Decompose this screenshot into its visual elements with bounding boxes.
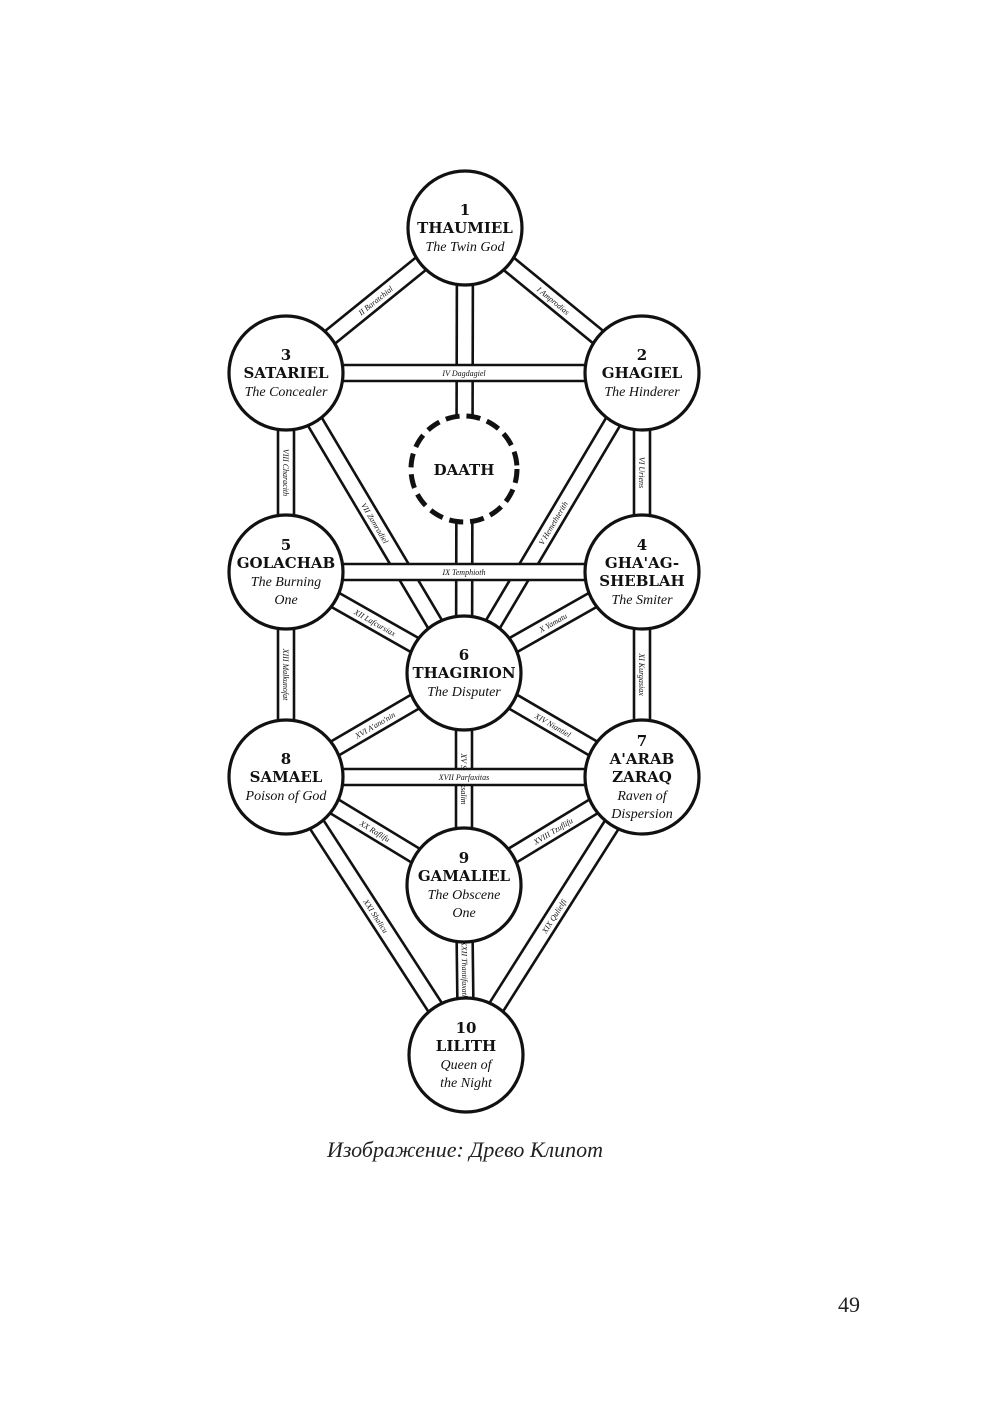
path-9: IX Temphioth xyxy=(286,562,642,582)
sephirah-number: 7 xyxy=(637,732,647,750)
sephirah-title: The Smiter xyxy=(611,593,673,608)
sephirah-title: Raven of xyxy=(616,789,668,804)
figure-caption: Изображение: Древо Клипот xyxy=(326,1137,603,1162)
sephirah-circle xyxy=(406,169,524,287)
sephirah-name: LILITH xyxy=(436,1037,496,1055)
sephirah-name: THAGIRION xyxy=(412,664,515,682)
sephirah-circle xyxy=(407,996,525,1114)
sephirah-number: 2 xyxy=(637,346,647,364)
path-4: IV Dagdagiel xyxy=(286,363,642,383)
sephirah-name: THAUMIEL xyxy=(417,219,513,237)
sephirah-number: 1 xyxy=(460,201,470,219)
sephirah-title: The Disputer xyxy=(427,685,501,700)
sephirah-title: One xyxy=(452,906,475,921)
sephirah-circle xyxy=(227,314,345,432)
path-label: XI Kurgasiax xyxy=(637,652,646,696)
sephirah-number: 3 xyxy=(281,346,291,364)
daath-label: DAATH xyxy=(434,461,495,479)
sephirah-name: SAMAEL xyxy=(250,768,323,786)
sephirah-number: 10 xyxy=(456,1019,477,1037)
sephirah-circle xyxy=(227,718,345,836)
sephirah-number: 8 xyxy=(281,750,291,768)
path-label: VI Uriens xyxy=(637,457,646,488)
sephirah-title: The Hinderer xyxy=(604,385,680,400)
path-label: IX Temphioth xyxy=(441,568,485,577)
sephirah-title: Poison of God xyxy=(245,789,328,804)
path-label: VIII Characith xyxy=(281,449,290,496)
sephirah-name: ZARAQ xyxy=(612,768,672,786)
sephirah-title: Queen of xyxy=(441,1058,494,1073)
sephirah-name: SHEBLAH xyxy=(599,572,684,590)
path-17: XVII Parfaxitas xyxy=(286,767,642,787)
sephirah-circle xyxy=(405,826,523,944)
sephirah-name: SATARIEL xyxy=(243,364,329,382)
sephirah-title: The Obscene xyxy=(428,888,501,903)
sephirah-circle xyxy=(227,513,345,631)
sephirah-name: A'ARAB xyxy=(609,750,675,768)
path-label: XXII Thantifaxath xyxy=(460,940,470,999)
sephirah-name: GAMALIEL xyxy=(418,867,511,885)
page-number: 49 xyxy=(838,1292,860,1317)
sephirah-number: 4 xyxy=(637,536,647,554)
daath-circle xyxy=(408,413,520,525)
sephirah-title: The Twin God xyxy=(425,240,505,255)
path-label: XIII Malkunofat xyxy=(281,648,290,702)
sephirah-number: 5 xyxy=(281,536,291,554)
sephirah-title: Dispersion xyxy=(610,807,672,822)
sephirah-title: The Burning xyxy=(251,575,321,590)
sephirah-name: GHAGIEL xyxy=(602,364,683,382)
sephirah-circle xyxy=(583,314,701,432)
sephirah-number: 9 xyxy=(459,849,469,867)
sephirah-number: 6 xyxy=(459,646,469,664)
sephirah-name: GOLACHAB xyxy=(237,554,336,572)
sephirah-title: The Concealer xyxy=(245,385,328,400)
sephirah-name: GHA'AG- xyxy=(605,554,679,572)
path-label: XVII Parfaxitas xyxy=(438,773,489,782)
sephirah-title: the Night xyxy=(440,1076,493,1091)
sephirah-circle xyxy=(583,718,701,836)
path-label: IV Dagdagiel xyxy=(441,369,486,378)
sephirah-circle xyxy=(405,614,523,732)
sephirah-title: One xyxy=(274,593,297,608)
sephirah-circle xyxy=(583,513,701,631)
